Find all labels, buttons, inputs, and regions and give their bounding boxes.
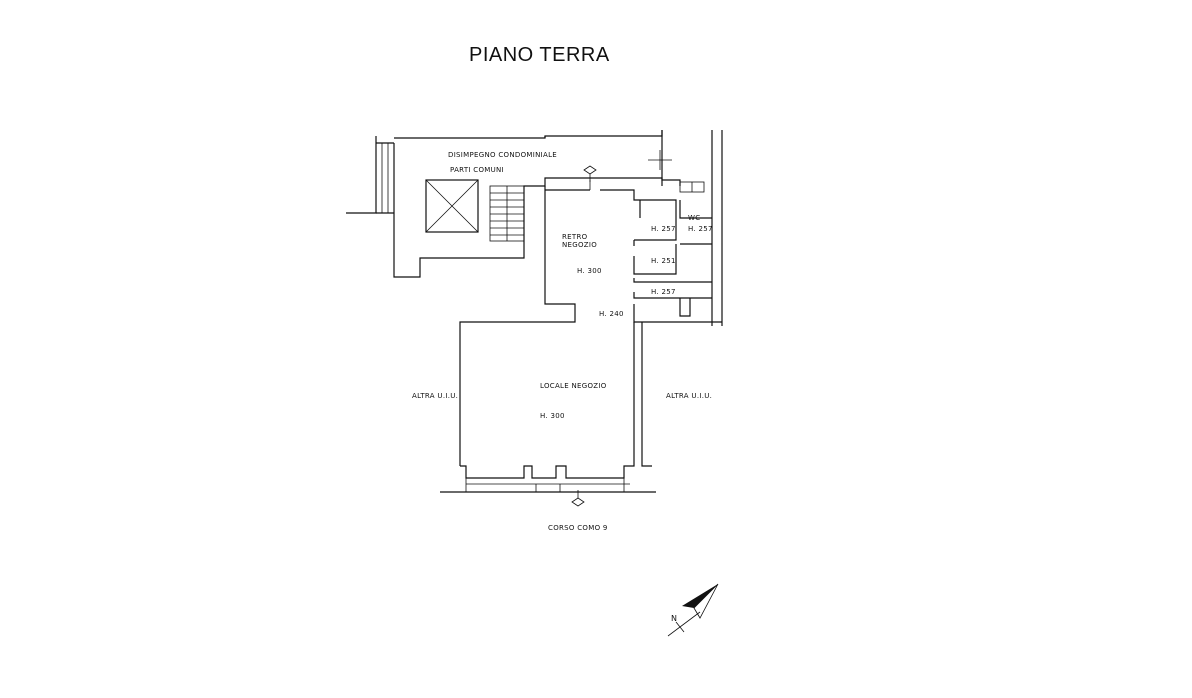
left-adjacent-structure [346, 136, 394, 214]
entrance-marker-bottom [571, 490, 585, 507]
label-altra-uiu-right: ALTRA U.I.U. [666, 392, 713, 400]
label-parti-comuni: PARTI COMUNI [450, 166, 504, 174]
retro-negozio-walls [459, 180, 722, 466]
label-altra-uiu-left: ALTRA U.I.U. [412, 392, 459, 400]
elevator-shaft [425, 179, 479, 233]
staircase [489, 185, 525, 242]
entrance-marker-top [583, 165, 597, 182]
label-height-closet-mid: H. 251 [651, 257, 676, 265]
label-height-closet-bottom: H. 257 [651, 288, 676, 296]
label-height-closet-top: H. 257 [651, 225, 676, 233]
label-retro: RETRO [562, 233, 588, 241]
north-arrow-icon [667, 583, 719, 637]
label-wc: WC [688, 214, 701, 222]
label-negozio: NEGOZIO [562, 241, 598, 249]
label-height-wc: H. 257 [688, 225, 713, 233]
shop-walls [440, 322, 656, 493]
label-locale-negozio: LOCALE NEGOZIO [540, 382, 607, 390]
label-disimpegno: DISIMPEGNO CONDOMINIALE [448, 151, 557, 159]
label-height-passage: H. 240 [599, 310, 624, 318]
right-property-walls [648, 130, 723, 326]
label-street: CORSO COMO 9 [548, 524, 608, 532]
page-title: PIANO TERRA [469, 44, 610, 66]
label-height-locale: H. 300 [540, 412, 565, 420]
label-height-retro: H. 300 [577, 267, 602, 275]
label-north: N [671, 614, 678, 623]
